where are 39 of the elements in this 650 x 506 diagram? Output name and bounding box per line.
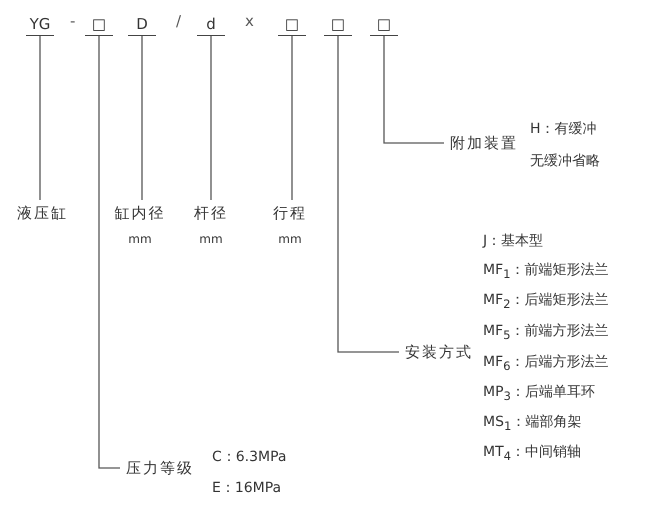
code-segment: □ (324, 14, 352, 36)
code-segment: YG (26, 14, 54, 36)
connector-line (141, 36, 143, 200)
connector-line (210, 36, 212, 200)
option-text: J：基本型 (483, 233, 544, 250)
connector-line (98, 36, 120, 469)
connector-line (39, 36, 41, 200)
unit-label: mm (128, 232, 152, 246)
field-label: 附加装置 (450, 134, 518, 152)
option-text: 无缓冲省略 (530, 153, 600, 170)
option-text: MF$_{1}$：前端矩形法兰 (483, 262, 609, 283)
option-text: E：16MPa (212, 480, 282, 497)
connector-line (383, 36, 444, 144)
code-segment: d (197, 14, 225, 36)
code-segment: D (128, 14, 156, 36)
field-label: 安装方式 (405, 343, 473, 361)
option-text: MT$_{4}$：中间销轴 (483, 444, 582, 465)
field-label: 缸内径 (114, 204, 166, 222)
field-label: 行程 (273, 204, 307, 222)
connector-line (337, 36, 399, 353)
field-label: 液压缸 (17, 204, 68, 222)
connector-line (291, 36, 293, 200)
option-text: MS$_{1}$：端部角架 (483, 414, 582, 435)
separator-symbol: x (245, 12, 254, 30)
unit-label: mm (278, 232, 302, 246)
option-text: MF$_{2}$：后端矩形法兰 (483, 292, 609, 313)
code-segment: □ (85, 14, 113, 36)
option-text: H：有缓冲 (530, 121, 597, 138)
code-segment: □ (370, 14, 398, 36)
separator-symbol: / (176, 12, 182, 30)
option-text: MF$_{6}$：后端方形法兰 (483, 354, 609, 375)
field-label: 压力等级 (126, 459, 194, 477)
separator-symbol: - (70, 12, 76, 30)
code-segment: □ (278, 14, 306, 36)
field-label: 杆径 (194, 204, 228, 222)
option-text: MF$_{5}$：前端方形法兰 (483, 323, 609, 344)
option-text: C：6.3MPa (212, 449, 287, 466)
unit-label: mm (199, 232, 223, 246)
option-text: MP$_{3}$：后端单耳环 (483, 384, 595, 405)
